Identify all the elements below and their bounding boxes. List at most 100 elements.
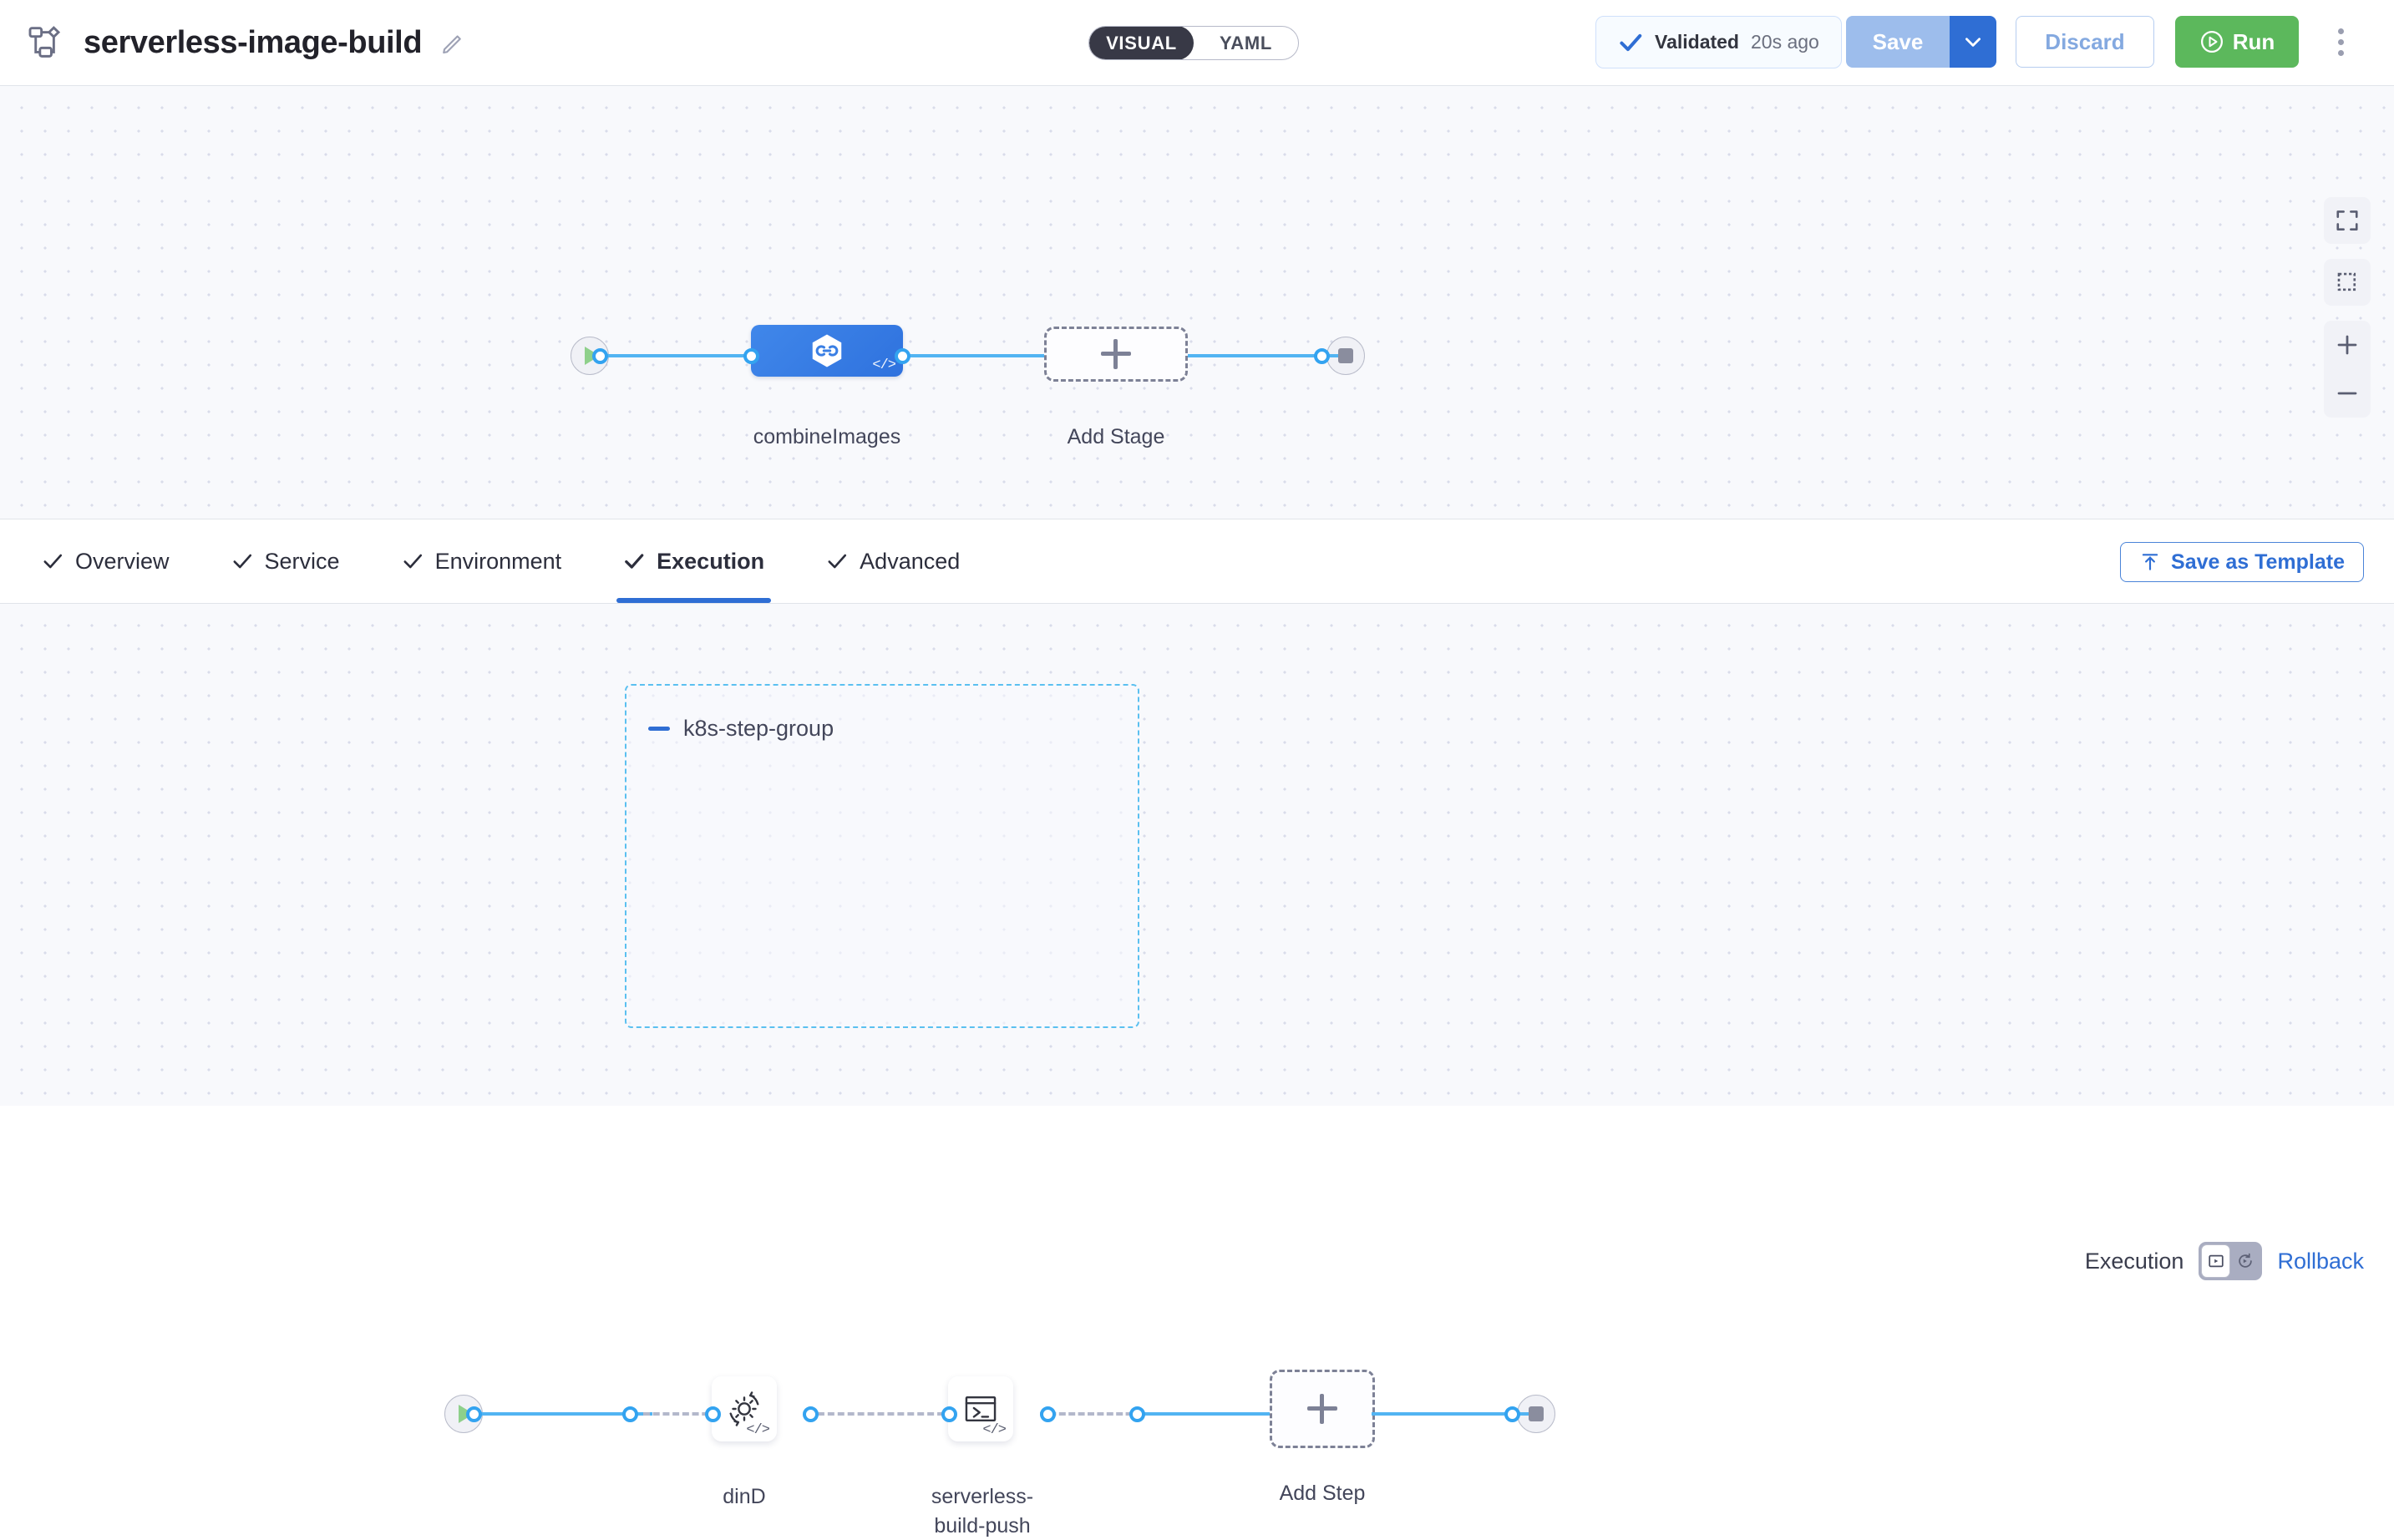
mode-visual-option[interactable]: VISUAL — [1089, 27, 1194, 59]
fit-to-screen-icon — [2335, 208, 2360, 233]
stage-label-combineimages: combineImages — [753, 425, 901, 448]
step-node-dind[interactable]: </> — [712, 1376, 777, 1441]
minus-collapse-icon[interactable] — [648, 727, 670, 731]
tab-execution[interactable]: Execution — [616, 519, 772, 603]
play-circle-icon — [2199, 29, 2224, 54]
step-group-header[interactable]: k8s-step-group — [648, 716, 834, 742]
zoom-out-icon — [2335, 381, 2360, 406]
tab-overview[interactable]: Overview — [35, 519, 176, 603]
check-icon — [623, 550, 645, 572]
step-group-k8s[interactable] — [625, 684, 1139, 1028]
stop-square-icon — [1338, 348, 1353, 363]
add-step-button[interactable] — [1270, 1370, 1375, 1448]
validated-label: Validated — [1655, 31, 1739, 53]
tab-list: Overview Service Environment Execution A… — [0, 519, 966, 603]
canvas-controls-group — [2324, 197, 2371, 418]
tab-execution-label: Execution — [657, 548, 765, 574]
run-button-label: Run — [2232, 28, 2275, 54]
validation-status-badge[interactable]: Validated 20s ago — [1595, 16, 1842, 68]
selection-box-icon — [2335, 270, 2360, 295]
tab-service[interactable]: Service — [225, 519, 347, 603]
save-as-template-label: Save as Template — [2171, 550, 2345, 574]
group-input-port[interactable] — [622, 1406, 638, 1422]
save-split-button[interactable]: Save — [1846, 16, 1996, 68]
kebab-menu-icon[interactable] — [2322, 23, 2359, 60]
tab-advanced-label: Advanced — [860, 548, 961, 574]
save-dropdown-button[interactable] — [1950, 16, 1996, 68]
buildpush-label-line1: serverless- — [931, 1485, 1034, 1508]
validated-timestamp: 20s ago — [1750, 31, 1819, 53]
step-execution-canvas[interactable]: Execution Rol — [0, 604, 2394, 1537]
stage-pipeline-canvas[interactable]: </> combineImages Add Stage — [0, 86, 2394, 519]
add-stage-label: Add Stage — [1067, 425, 1165, 448]
plus-icon — [1307, 1394, 1337, 1424]
save-button[interactable]: Save — [1846, 16, 1950, 68]
plus-icon — [1101, 339, 1131, 369]
buildpush-label-line2: build-push — [934, 1513, 1031, 1537]
check-icon — [42, 550, 63, 572]
step-start-output-port[interactable] — [466, 1406, 482, 1422]
rollback-undo-icon — [2236, 1252, 2255, 1270]
tab-advanced[interactable]: Advanced — [819, 519, 966, 603]
zoom-in-button[interactable] — [2324, 321, 2371, 369]
pencil-edit-icon[interactable] — [440, 30, 465, 55]
fit-to-screen-button[interactable] — [2324, 197, 2371, 244]
step-node-serverless-build-push[interactable]: </> — [948, 1376, 1013, 1441]
start-output-port[interactable] — [592, 348, 608, 364]
check-icon — [826, 550, 848, 572]
execution-mode-toggle[interactable] — [2199, 1242, 2263, 1280]
edge-stage-to-addstage — [900, 354, 1044, 357]
stage-code-badge: </> — [872, 357, 896, 373]
view-mode-toggle[interactable]: VISUAL YAML — [1088, 26, 1299, 60]
buildpush-code-badge: </> — [982, 1422, 1007, 1438]
buildpush-input-port[interactable] — [941, 1406, 957, 1422]
chevron-down-icon — [1962, 31, 1984, 53]
run-button[interactable]: Run — [2175, 16, 2299, 68]
stage-node-combineimages[interactable]: </> — [751, 325, 903, 377]
stage-output-port[interactable] — [895, 348, 910, 364]
execution-play-box-icon — [2207, 1252, 2225, 1270]
step-group-title: k8s-step-group — [683, 716, 834, 741]
end-input-port[interactable] — [1314, 348, 1330, 364]
tab-overview-label: Overview — [75, 548, 170, 574]
check-icon — [231, 550, 253, 572]
pipeline-flow-icon — [28, 26, 65, 59]
execution-mode-option[interactable] — [2201, 1244, 2231, 1278]
execution-label: Execution — [2084, 1248, 2184, 1274]
template-upload-icon — [2139, 551, 2161, 573]
page-title: serverless-image-build — [84, 24, 423, 60]
execution-rollback-switch: Execution Rol — [2085, 1242, 2364, 1280]
step-label-dind: dinD — [723, 1485, 766, 1508]
edge-dind-to-buildpush — [808, 1412, 954, 1416]
step-end-input-port[interactable] — [1504, 1406, 1520, 1422]
group-output-port[interactable] — [1129, 1406, 1145, 1422]
hexagon-link-icon — [808, 332, 846, 370]
rollback-label[interactable]: Rollback — [2277, 1248, 2364, 1274]
edge-addstage-to-end — [1188, 354, 1338, 357]
add-stage-button[interactable] — [1044, 327, 1188, 382]
step-label-serverless-build-push: serverless- build-push — [899, 1482, 1066, 1540]
edge-group-to-addstep — [1136, 1412, 1270, 1416]
zoom-out-button[interactable] — [2324, 369, 2371, 418]
zoom-in-icon — [2335, 332, 2360, 357]
edge-start-to-stage — [595, 354, 753, 357]
stage-config-tabbar: Overview Service Environment Execution A… — [0, 519, 2394, 604]
add-step-label: Add Step — [1279, 1482, 1366, 1505]
tab-environment[interactable]: Environment — [395, 519, 569, 603]
save-as-template-button[interactable]: Save as Template — [2120, 542, 2364, 582]
selection-box-button[interactable] — [2324, 259, 2371, 306]
dind-code-badge: </> — [746, 1422, 770, 1438]
tab-environment-label: Environment — [434, 548, 562, 574]
check-icon — [1618, 30, 1643, 55]
buildpush-output-port[interactable] — [1040, 1406, 1056, 1422]
stage-input-port[interactable] — [743, 348, 759, 364]
rollback-mode-option[interactable] — [2230, 1244, 2260, 1278]
zoom-controls — [2324, 321, 2371, 418]
app-header: serverless-image-build VISUAL YAML Valid… — [0, 0, 2394, 86]
dind-input-port[interactable] — [705, 1406, 721, 1422]
dind-output-port[interactable] — [803, 1406, 819, 1422]
stop-square-icon — [1529, 1406, 1544, 1421]
mode-yaml-option[interactable]: YAML — [1219, 32, 1273, 53]
discard-button[interactable]: Discard — [2016, 16, 2154, 68]
header-left-group: serverless-image-build — [0, 25, 465, 61]
